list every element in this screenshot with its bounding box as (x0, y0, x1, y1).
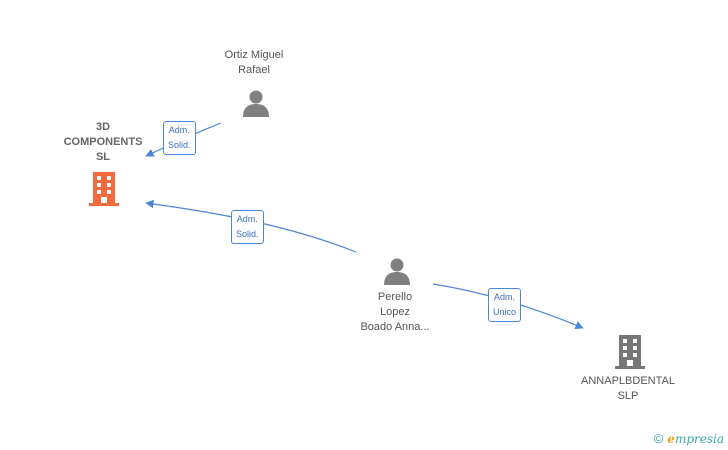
brand-logo-e: e (667, 432, 675, 446)
building-icon[interactable] (614, 334, 646, 370)
company-name-line-2: COMPONENTS (63, 136, 143, 148)
person-name-line-1: Ortiz Miguel (224, 49, 284, 61)
person-name-line-2: Rafael (238, 64, 270, 76)
brand-logo: empresia (667, 432, 724, 446)
role-line-2: Unico (493, 307, 517, 317)
role-line-2: Solid. (236, 229, 259, 239)
edge-label-perello-annapl-role: Adm. Unico (488, 288, 522, 322)
company-name-line-3: SL (95, 151, 111, 163)
company-name-line-1: ANNAPLBDENTAL (581, 375, 675, 387)
edge-label-perello-3d-role: Adm. Solid. (231, 210, 264, 244)
person-name-line-1: Perello (377, 291, 413, 303)
role-line-2: Solid. (168, 140, 191, 150)
company-label-3d-components[interactable]: 3D COMPONENTS SL (53, 120, 153, 165)
edge-label-ortiz-role: Adm. Solid. (163, 121, 196, 155)
person-label-ortiz[interactable]: Ortiz Miguel Rafael (204, 48, 304, 78)
person-label-perello[interactable]: Perello Lopez Boado Anna... (345, 290, 445, 335)
copyright-symbol: © (653, 431, 664, 446)
building-icon[interactable] (88, 171, 120, 207)
person-icon[interactable] (241, 89, 271, 117)
role-line-1: Adm. (168, 125, 190, 135)
role-line-1: Adm. (236, 214, 258, 224)
person-icon[interactable] (382, 257, 412, 285)
person-name-line-3: Boado Anna... (360, 321, 430, 333)
role-line-1: Adm. (494, 292, 516, 302)
company-name-line-2: SLP (617, 390, 639, 402)
company-name-line-1: 3D (95, 121, 111, 133)
person-name-line-2: Lopez (380, 306, 410, 318)
empresia-watermark: ©empresia (654, 431, 724, 446)
brand-logo-text: mpresia (674, 432, 724, 446)
company-label-annaplbdental[interactable]: ANNAPLBDENTAL SLP (578, 374, 678, 404)
